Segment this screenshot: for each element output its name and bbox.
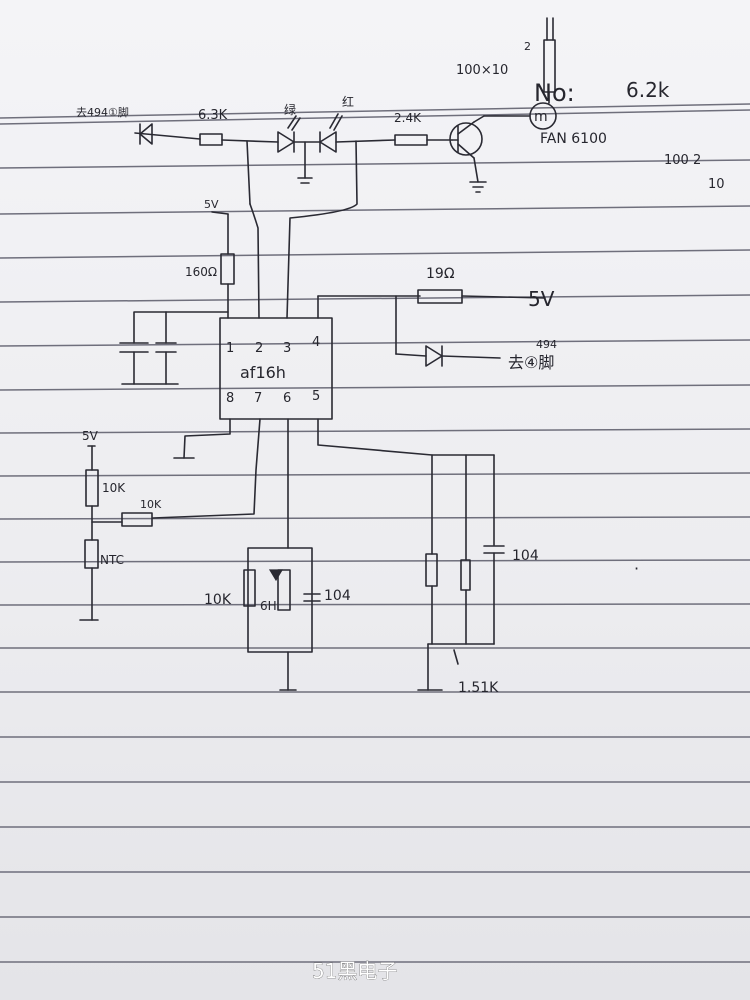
label-r-19: 19Ω [426,266,455,282]
label-led-green: 绿 [284,102,296,117]
ruled-line [0,384,750,391]
label-r-10k-mid: 10K [140,498,162,511]
ruled-line [0,559,750,563]
label-5v-right: 5V [528,287,555,311]
ruled-line [0,428,750,434]
rc-network-frame [247,547,313,653]
led-red [319,131,337,153]
resistor-10k-bottom [243,569,256,607]
label-pin7: 7 [254,391,262,406]
resistor-right-1 [425,553,438,587]
label-5v-left: 5V [82,429,99,443]
watermark: 51黑电子 [312,959,397,983]
label-cap-104-mid: 104 [324,588,351,604]
label-cap-104-right: 104 [512,548,539,564]
resistor-6-3k [199,133,223,146]
label-r-10k-bottom: 10K [204,592,232,608]
ruled-line [0,249,750,259]
diode-494 [425,345,443,367]
svg-text:m: m [534,109,548,125]
meter-m [529,102,557,130]
resistor-19 [417,289,463,304]
resistor-2-4k [394,134,428,146]
input-diode [139,123,153,145]
transistor [449,122,483,156]
label-r-160: 160Ω [185,265,217,279]
ruled-line [0,339,750,347]
resistor-160 [220,253,235,285]
label-r-10k-left: 10K [102,481,126,495]
ic-af16h [219,317,333,420]
ntc-thermistor [84,539,99,569]
label-diode-494: 494 [536,338,557,351]
top-signal-line: m [134,17,557,193]
label-r-1-51k: 1.51K [458,680,499,696]
label-pin4: 4 [312,335,320,350]
resistor-right-2 [460,559,471,591]
label-ic-name: af16h [240,363,286,382]
label-r-6-2k: 6.2k [626,78,670,102]
stray-mark: · [634,559,639,578]
label-fan: FAN 6100 [540,131,607,147]
ruled-line [0,159,750,169]
label-pin3: 3 [283,341,291,356]
label-r-2-4k: 2.4K [394,111,422,125]
label-pin8: 8 [226,391,234,406]
led-green [277,131,295,153]
label-5v-top: 5V [204,198,219,211]
ruled-line [0,516,750,520]
label-no: No: [534,79,575,107]
ruled-line [0,103,750,119]
ruled-line [0,109,750,125]
label-cap-6h: 6H [260,599,277,613]
label-top-left: 去494①脚 [76,105,129,119]
label-note-2: 2 [524,40,531,53]
label-transistor-note: 100×10 [456,63,508,78]
ruled-line [0,472,750,477]
ruled-line [0,205,750,215]
capacitor-6h [277,569,291,611]
labels: 去494①脚 6.3K 绿 红 2.4K 100×10 2 No: 6.2k F… [76,40,725,696]
label-pin1: 1 [226,341,234,356]
label-ntc: NTC [100,553,124,567]
label-led-red: 红 [342,94,354,109]
ruled-lines [0,103,750,963]
label-ratio-num: 100 2 [664,153,701,168]
resistor-10k-mid [121,512,153,527]
label-r-6-3k: 6.3K [198,108,228,123]
label-ratio-den: 10 [708,177,725,192]
ruled-line [0,603,750,606]
label-pin2: 2 [255,341,263,356]
label-pin6: 6 [283,391,291,406]
label-to-494-pin4: 去④脚 [508,353,554,372]
ruled-line [0,294,750,303]
label-pin5: 5 [312,389,320,404]
